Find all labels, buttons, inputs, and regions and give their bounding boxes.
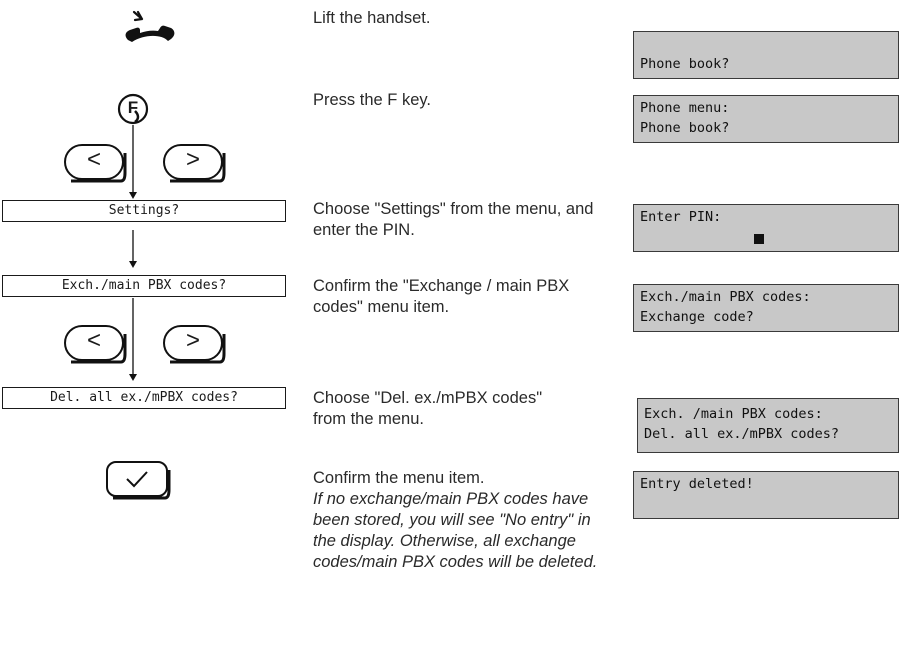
f-key-icon[interactable]	[117, 93, 149, 125]
display-line-1: Entry deleted!	[640, 476, 754, 492]
display-delete-codes: Exch. /main PBX codes: Del. all ex./mPBX…	[637, 398, 899, 453]
step-5-instruction: Choose "Del. ex./mPBX codes" from the me…	[313, 389, 543, 428]
step-2-instruction: Press the F key.	[313, 91, 431, 109]
step-6-text: Confirm the menu item.	[313, 469, 485, 487]
menu-box-delete-codes: Del. all ex./mPBX codes?	[2, 387, 286, 409]
display-line-2: Exchange code?	[640, 309, 754, 325]
step-6-note: If no exchange/main PBX codes have been …	[313, 490, 598, 571]
display-line-1: Exch. /main PBX codes:	[644, 406, 823, 422]
right-arrow-label-2: >	[185, 327, 200, 354]
display-line-2	[640, 227, 892, 247]
left-arrow-key-1[interactable]	[63, 143, 127, 185]
display-line-2: Phone book?	[640, 120, 730, 136]
left-arrow-label-2: <	[86, 327, 101, 354]
display-line-2: Del. all ex./mPBX codes?	[644, 426, 840, 442]
display-phone-book: Phone book?	[633, 31, 899, 79]
menu-box-settings: Settings?	[2, 200, 286, 222]
display-entry-deleted: Entry deleted!	[633, 471, 899, 519]
step-1-instruction: Lift the handset.	[313, 9, 431, 27]
flow-connector	[129, 125, 137, 381]
display-line-1: Phone menu:	[640, 100, 730, 116]
display-enter-pin: Enter PIN:	[633, 204, 899, 252]
display-line-2: Phone book?	[640, 56, 730, 72]
left-arrow-label-1: <	[86, 146, 101, 173]
menu-box-exchange-codes: Exch./main PBX codes?	[2, 275, 286, 297]
f-key-label: F	[127, 98, 139, 117]
step-6-instruction: Confirm the menu item. If no exchange/ma…	[313, 468, 603, 573]
display-line-1: Exch./main PBX codes:	[640, 289, 811, 305]
display-line-1: Enter PIN:	[640, 209, 722, 225]
display-phone-menu: Phone menu: Phone book?	[633, 95, 899, 143]
display-line-1	[640, 34, 892, 54]
left-arrow-key-2[interactable]	[63, 324, 127, 366]
display-exchange-codes: Exch./main PBX codes: Exchange code?	[633, 284, 899, 332]
display-line-2	[640, 494, 892, 514]
right-arrow-key-1[interactable]	[162, 143, 226, 185]
handset-lift-icon	[125, 10, 175, 42]
right-arrow-label-1: >	[185, 146, 200, 173]
right-arrow-key-2[interactable]	[162, 324, 226, 366]
step-3-instruction: Choose "Settings" from the menu, and ent…	[313, 200, 594, 239]
cursor-block	[754, 234, 764, 244]
step-4-instruction: Confirm the "Exchange / main PBX codes" …	[313, 277, 570, 316]
checkmark-key-icon[interactable]	[105, 460, 173, 502]
